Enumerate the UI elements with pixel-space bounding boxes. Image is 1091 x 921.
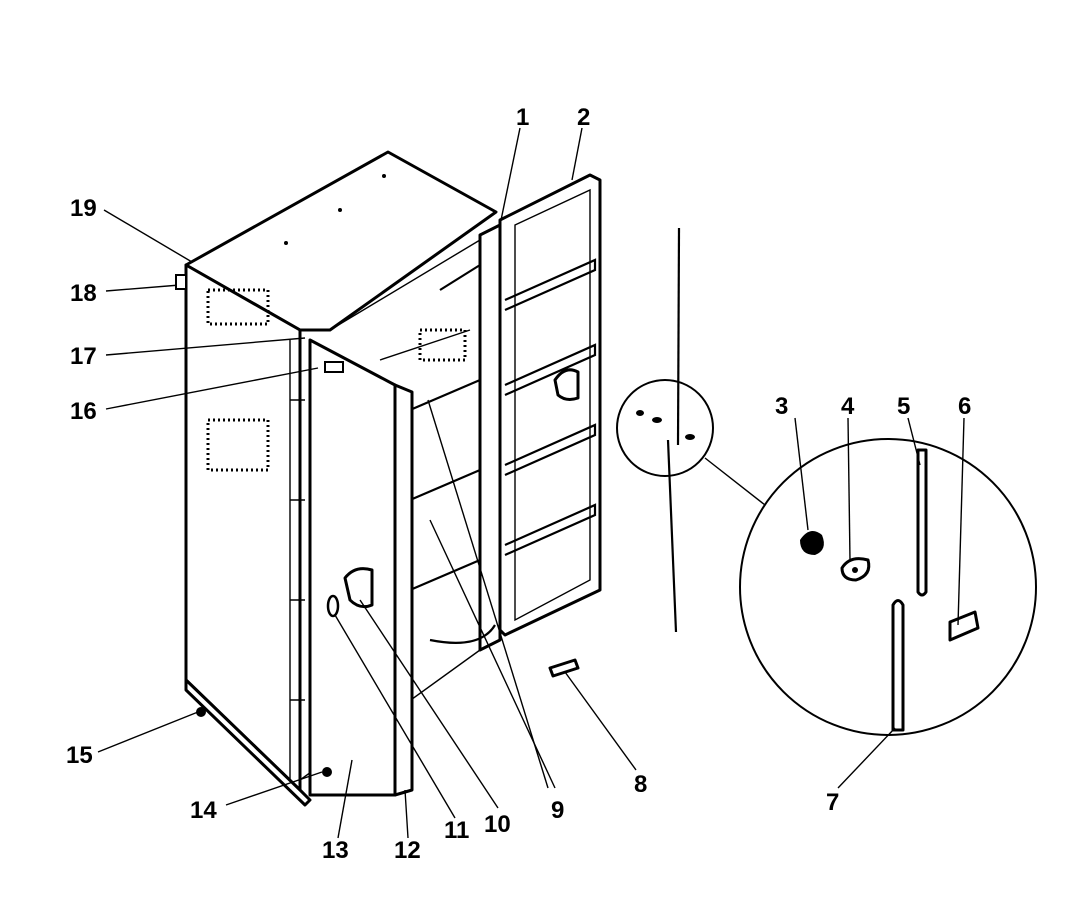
- lock-cylinder: [326, 594, 340, 618]
- label-7: 7: [826, 789, 839, 816]
- label-5: 5: [897, 393, 910, 420]
- door-right: [498, 173, 602, 637]
- label-2: 2: [577, 104, 590, 131]
- door-edge: [393, 383, 414, 797]
- label-13: 13: [322, 837, 349, 864]
- label-10: 10: [484, 811, 511, 838]
- foot-part-15: [196, 707, 206, 717]
- label-16: 16: [70, 398, 97, 425]
- detail-callout-small: [616, 227, 766, 633]
- clip-part-3: [800, 531, 824, 555]
- label-15: 15: [66, 742, 93, 769]
- label-19: 19: [70, 195, 97, 222]
- label-12: 12: [394, 837, 421, 864]
- bracket-part-18: [175, 274, 187, 290]
- label-4: 4: [841, 393, 855, 420]
- screw-part-8: [548, 658, 580, 678]
- cabinet-base: [184, 678, 312, 807]
- label-9: 9: [551, 797, 564, 824]
- label-11: 11: [444, 817, 469, 844]
- cabinet-body: [184, 150, 502, 807]
- label-17: 17: [70, 343, 97, 370]
- label-8: 8: [634, 771, 647, 798]
- rod-part-7: [891, 599, 905, 732]
- foot-part-14: [322, 767, 332, 777]
- label-1: 1: [516, 104, 529, 131]
- left-side-vents: [206, 288, 270, 472]
- label-3: 3: [775, 393, 788, 420]
- door-handle: [343, 567, 374, 609]
- label-6: 6: [958, 393, 971, 420]
- part-labels: 1 2 3 4 5 6 7 8 9 10 11 12 13 14 15 16 1…: [66, 104, 971, 864]
- rod-part-5: [916, 448, 928, 597]
- label-14: 14: [190, 797, 217, 824]
- door-left: [289, 338, 414, 797]
- door-panel: [308, 338, 397, 797]
- leader-lines: [97, 127, 965, 839]
- detail-callout-large: [739, 438, 1037, 736]
- label-18: 18: [70, 280, 97, 307]
- cabinet-right-upright: [478, 223, 502, 652]
- bracket-part-6: [948, 610, 980, 642]
